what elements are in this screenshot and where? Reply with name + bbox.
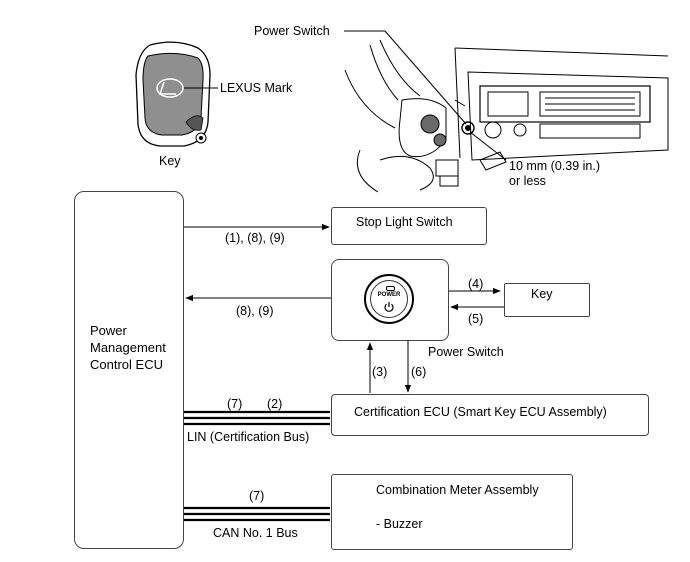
signal-down-to-cert: (6) — [411, 365, 427, 379]
signal-from-power-switch: (8), (9) — [236, 304, 274, 318]
lin-signal-a: (7) — [227, 397, 243, 411]
lexus-mark-label: LEXUS Mark — [220, 81, 293, 95]
key-illustration-label: Key — [159, 154, 181, 168]
power-switch-leader-diagonal — [384, 30, 467, 125]
power-indicator-led — [386, 286, 395, 291]
ecu-label: Power Management Control ECU — [90, 323, 166, 372]
signal-from-key: (5) — [468, 312, 484, 326]
stop-light-switch-block: Stop Light Switch — [331, 207, 487, 245]
distance-label-line1: 10 mm (0.39 in.) — [509, 159, 601, 173]
distance-label-line2: or less — [509, 174, 546, 188]
certification-ecu-label: Certification ECU (Smart Key ECU Assembl… — [354, 405, 607, 419]
can-bus-lines — [184, 506, 330, 522]
key-block-label: Key — [531, 287, 553, 301]
certification-ecu-block: Certification ECU (Smart Key ECU Assembl… — [331, 394, 649, 436]
power-switch-illustration-label: Power Switch — [254, 24, 330, 38]
power-symbol-icon — [384, 302, 394, 312]
distance-leader — [469, 131, 507, 161]
signal-to-stop-light: (1), (8), (9) — [225, 231, 285, 245]
power-button-inner-ring — [370, 280, 408, 318]
can-signal: (7) — [249, 489, 265, 503]
signal-up-to-switch: (3) — [372, 365, 388, 379]
key-block: Key — [504, 283, 590, 317]
stop-light-switch-label: Stop Light Switch — [356, 215, 453, 229]
buzzer-label: - Buzzer — [376, 517, 423, 531]
dashboard-illustration — [344, 39, 669, 193]
combination-meter-label: Combination Meter Assembly — [376, 483, 539, 497]
power-switch-block: POWER — [331, 259, 449, 341]
lin-bus-label: LIN (Certification Bus) — [187, 430, 310, 444]
power-switch-caption: Power Switch — [428, 345, 504, 359]
combination-meter-block: Combination Meter Assembly - Buzzer — [331, 474, 573, 550]
power-management-ecu-block: Power Management Control ECU — [74, 191, 184, 549]
signal-to-key: (4) — [468, 277, 484, 291]
power-button-text: POWER — [377, 292, 401, 298]
can-bus-label: CAN No. 1 Bus — [213, 526, 298, 540]
lin-signal-b: (2) — [267, 397, 283, 411]
power-button-icon: POWER — [364, 274, 414, 324]
smart-key-illustration — [135, 41, 218, 147]
lin-bus-lines — [184, 410, 330, 426]
